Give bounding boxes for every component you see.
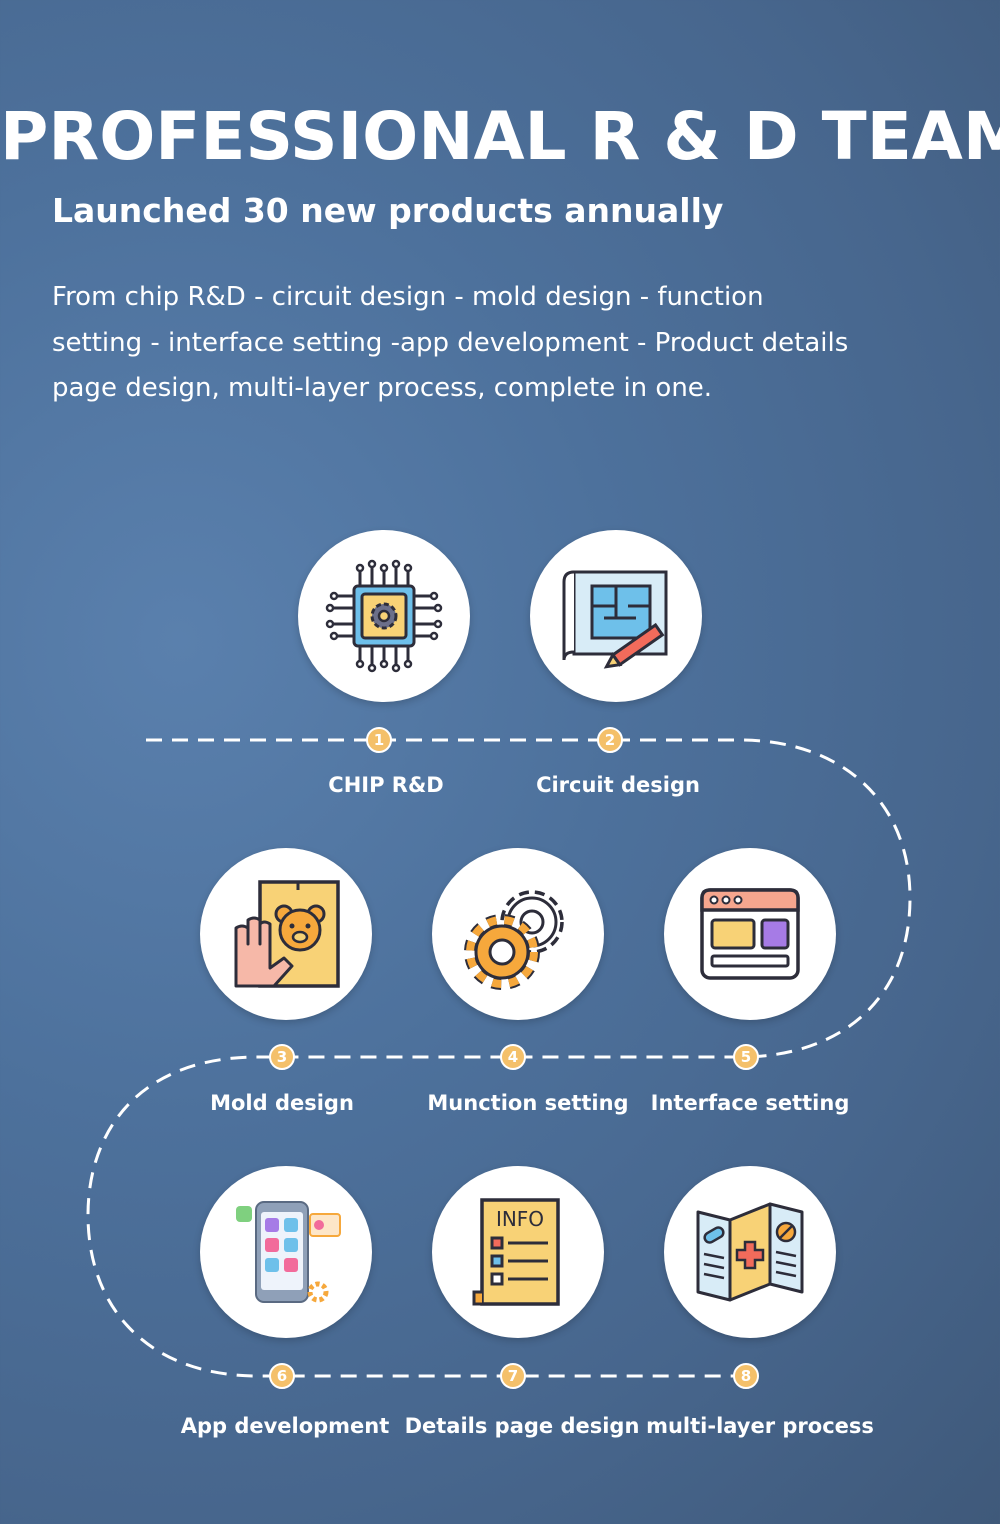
brochure-icon [696,1202,804,1302]
mold-bear-icon [234,880,340,988]
step-4-circle [432,848,604,1020]
step-2-circle [530,530,702,702]
step-4-badge: 4 [500,1044,526,1070]
step-7-circle: INFO [432,1166,604,1338]
gears-icon [464,890,564,990]
page-subtitle: Launched 30 new products annually [52,191,724,230]
step-5-badge: 5 [733,1044,759,1070]
step-6-label: App development [180,1414,390,1438]
page-title: PROFESSIONAL R & D TEAM [0,98,1000,175]
step-8-circle [664,1166,836,1338]
step-3-circle [200,848,372,1020]
blueprint-icon [562,570,668,669]
step-4-label: Munction setting [427,1091,629,1115]
mobile-app-icon [236,1201,341,1303]
step-6-badge: 6 [269,1363,295,1389]
step-8-label: multi-layer process [646,1414,874,1438]
info-document-icon: INFO [472,1198,560,1306]
step-2-badge: 2 [597,727,623,753]
step-5-label: Interface setting [650,1091,850,1115]
step-6-circle [200,1166,372,1338]
chip-icon [325,559,443,673]
browser-window-icon [700,888,800,980]
step-3-badge: 3 [269,1044,295,1070]
step-5-circle [664,848,836,1020]
step-1-badge: 1 [366,727,392,753]
step-7-badge: 7 [500,1363,526,1389]
step-7-label: Details page design [404,1414,640,1438]
page-description: From chip R&D - circuit design - mold de… [52,282,849,403]
step-1-label: CHIP R&D [328,773,444,797]
step-3-label: Mold design [210,1091,354,1115]
step-8-badge: 8 [733,1363,759,1389]
step-2-label: Circuit design [536,773,700,797]
svg-text:INFO: INFO [496,1207,544,1231]
step-1-circle [298,530,470,702]
